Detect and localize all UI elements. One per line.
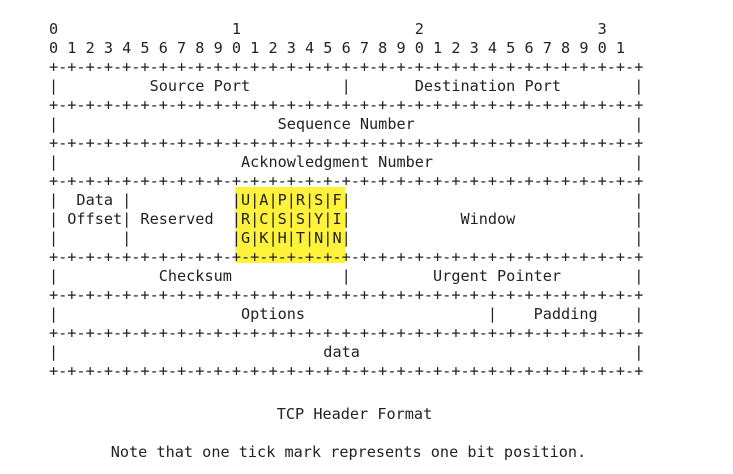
separator-line: +-+-+-+-+-+-+-+-+-+-+-+-+-+-+-+-+-+-+-+-…	[49, 286, 644, 304]
ports-row: | Source Port | Destination Port |	[49, 77, 644, 95]
checksum-urgent-row: | Checksum | Urgent Pointer |	[49, 267, 644, 285]
separator-line: +-+-+-+-+-+-+-+-+-+-+-+-+-+-+-+-+-+-+-+-…	[49, 96, 644, 114]
tick-mark-note: Note that one tick mark represents one b…	[110, 443, 587, 461]
offset-flags-row-2: | Offset| Reserved |R|C|S|S|Y|I| Window …	[49, 210, 644, 228]
sequence-number-row: | Sequence Number |	[49, 115, 644, 133]
options-padding-row: | Options | Padding |	[49, 305, 644, 323]
acknowledgment-number-row: | Acknowledgment Number |	[49, 153, 644, 171]
separator-line: +-+-+-+-+-+-+-+-+-+-+-+-+-+-+-+-+-+-+-+-…	[49, 248, 644, 266]
bit-tens-row: 0 1 2 3	[49, 20, 607, 38]
separator-line: +-+-+-+-+-+-+-+-+-+-+-+-+-+-+-+-+-+-+-+-…	[49, 324, 644, 342]
bit-units-row: 0 1 2 3 4 5 6 7 8 9 0 1 2 3 4 5 6 7 8 9 …	[49, 39, 626, 57]
offset-flags-row-3: | | |G|K|H|T|N|N| |	[49, 229, 644, 247]
diagram-caption: TCP Header Format	[276, 405, 433, 423]
separator-line: +-+-+-+-+-+-+-+-+-+-+-+-+-+-+-+-+-+-+-+-…	[49, 362, 644, 380]
separator-line: +-+-+-+-+-+-+-+-+-+-+-+-+-+-+-+-+-+-+-+-…	[49, 134, 644, 152]
separator-line: +-+-+-+-+-+-+-+-+-+-+-+-+-+-+-+-+-+-+-+-…	[49, 58, 644, 76]
data-row: | data |	[49, 343, 644, 361]
tcp-header-diagram: 0 1 2 3 0 1 2 3 4 5 6 7 8 9 0 1 2 3 4 5 …	[49, 20, 643, 381]
control-flags-highlight	[235, 187, 345, 263]
separator-line: +-+-+-+-+-+-+-+-+-+-+-+-+-+-+-+-+-+-+-+-…	[49, 172, 644, 190]
offset-flags-row-1: | Data | |U|A|P|R|S|F| |	[49, 191, 644, 209]
